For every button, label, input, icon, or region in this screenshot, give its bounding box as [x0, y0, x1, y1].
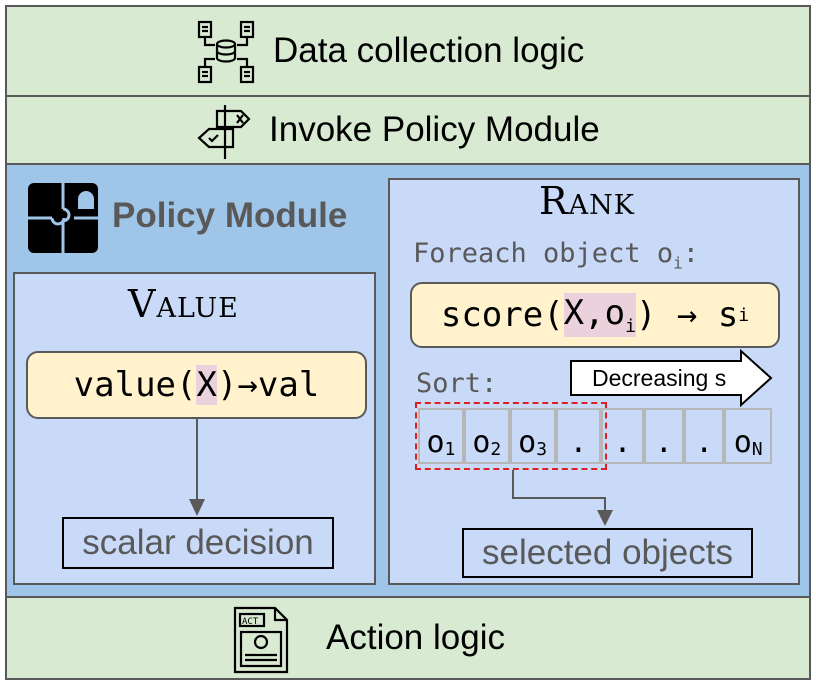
object-cell: .	[601, 408, 644, 464]
value-code-suffix: )→val	[216, 365, 320, 405]
top-k-selection	[415, 402, 607, 470]
puzzle-icon	[26, 181, 100, 255]
value-code-box: value(X)→val	[26, 351, 367, 419]
invoke-policy-band: Invoke Policy Module	[5, 95, 811, 165]
selection-arrow	[512, 470, 613, 526]
data-collection-label: Data collection logic	[273, 31, 585, 70]
act-document-icon: ACT	[231, 606, 291, 674]
action-logic-band: ACT Action logic	[5, 596, 811, 680]
score-code-prefix: score(	[440, 295, 564, 335]
value-code-var: X	[196, 365, 217, 405]
score-code-suffix: ) → s	[635, 295, 739, 335]
sort-label: Sort:	[416, 368, 498, 399]
value-title: Value	[128, 282, 239, 326]
object-cell: .	[643, 408, 684, 464]
value-arrow	[189, 419, 205, 516]
policy-module-title: Policy Module	[112, 196, 348, 235]
action-logic-label: Action logic	[326, 618, 505, 657]
scalar-decision-box: scalar decision	[62, 517, 334, 569]
data-collection-band: Data collection logic	[5, 5, 811, 97]
decreasing-arrow	[570, 349, 773, 407]
value-code-prefix: value(	[73, 365, 197, 405]
signpost-icon	[193, 103, 257, 161]
object-cell: .	[683, 408, 725, 464]
foreach-label: Foreach object oi:	[413, 238, 699, 273]
object-cell: .	[555, 408, 602, 464]
selected-objects-box: selected objects	[462, 528, 753, 578]
svg-text:ACT: ACT	[242, 617, 259, 627]
invoke-policy-label: Invoke Policy Module	[269, 110, 600, 149]
decreasing-arrow-label: Decreasing s	[592, 365, 727, 391]
database-network-icon	[195, 19, 259, 85]
score-code-var: X,oi	[563, 293, 636, 337]
rank-title: Rank	[539, 179, 635, 223]
